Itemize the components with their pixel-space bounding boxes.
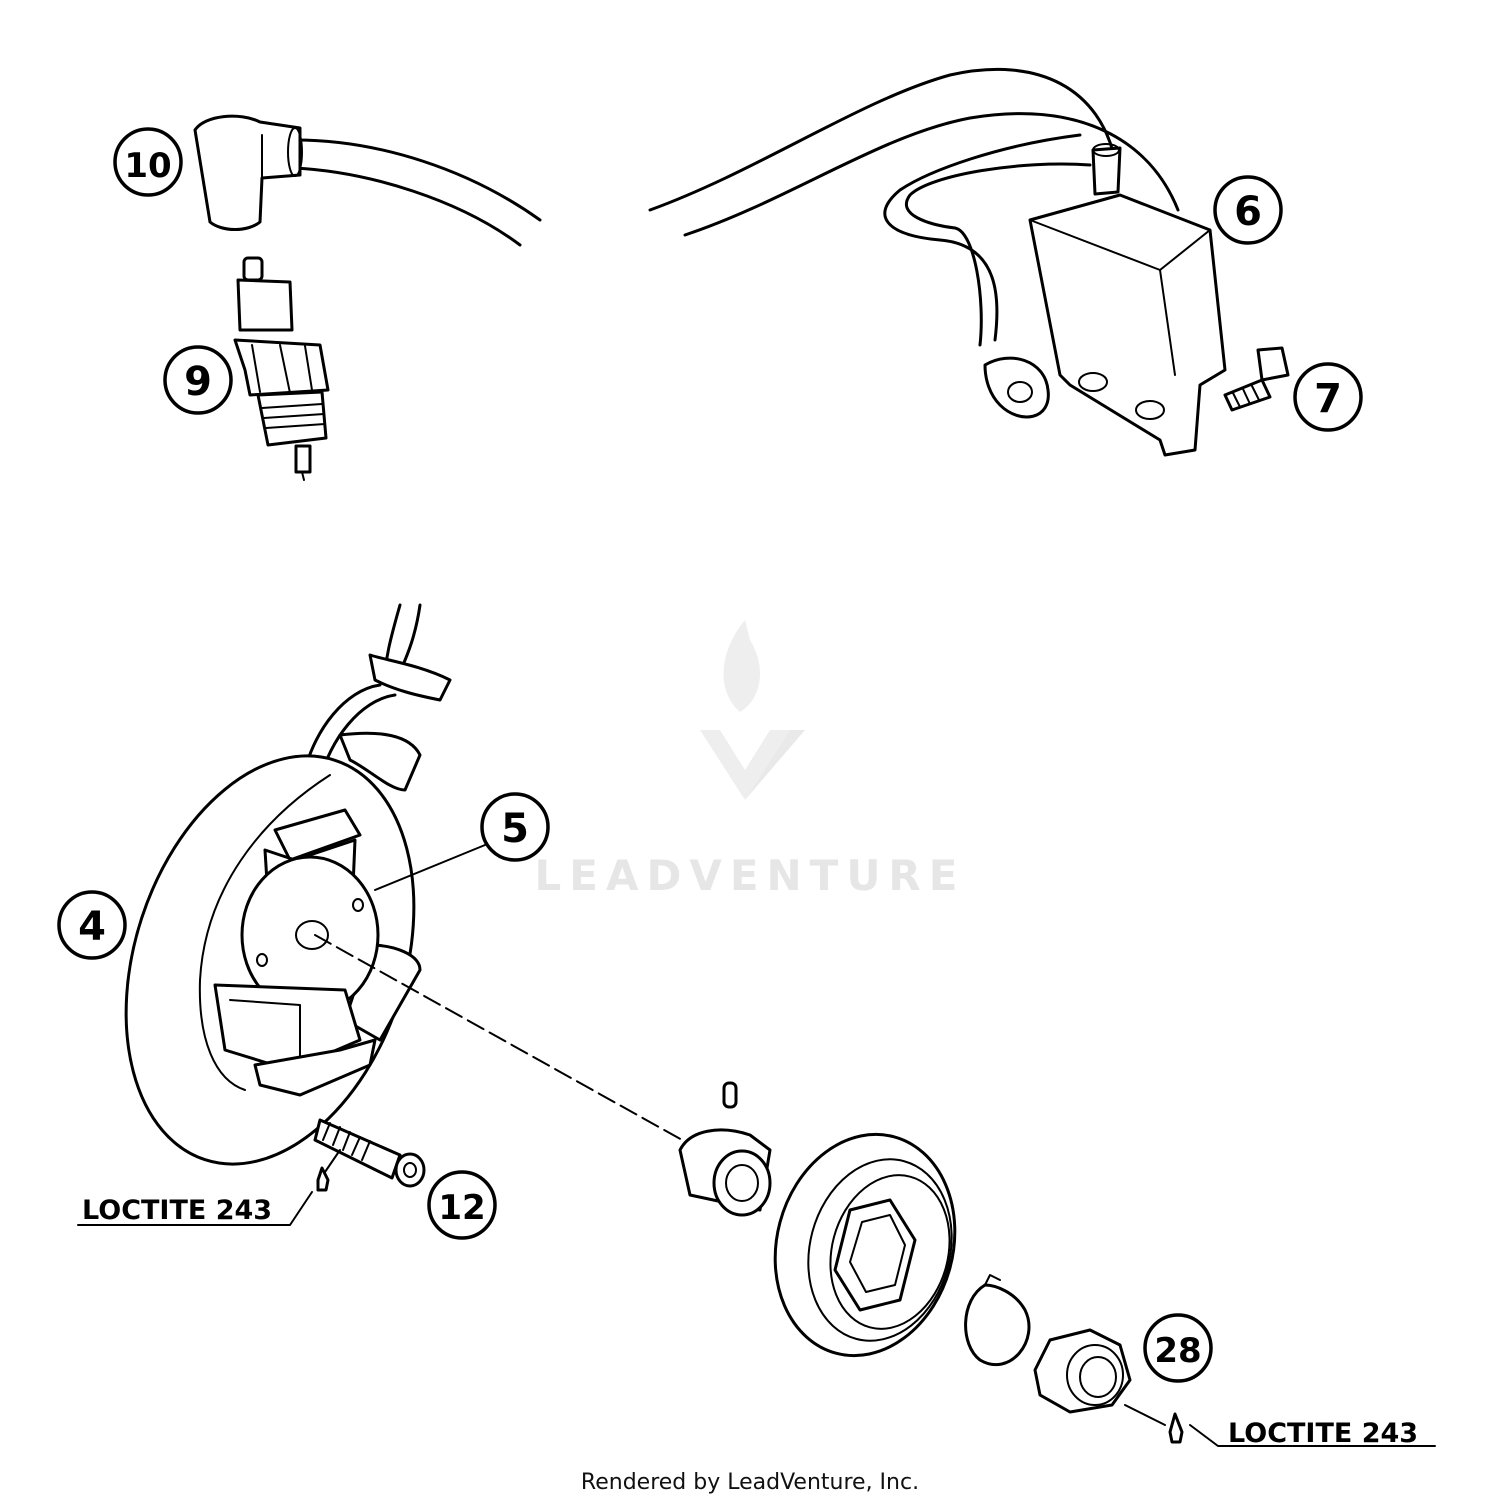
- callout-28-label: 28: [1154, 1331, 1201, 1371]
- callout-7: 7: [1293, 362, 1363, 432]
- callout-6: 6: [1213, 175, 1283, 245]
- spark-plug: [233, 256, 330, 481]
- callout-12-label: 12: [438, 1188, 485, 1228]
- circlip: [964, 1274, 1031, 1367]
- rotor-nut: [1033, 1328, 1436, 1447]
- coil-bolt: [1223, 346, 1290, 412]
- callout-12: 12: [427, 1170, 497, 1240]
- callout-9: 9: [163, 345, 233, 415]
- stator-screw: [77, 1118, 426, 1226]
- pulley-rotor: [773, 1132, 957, 1358]
- callout-9-label: 9: [184, 359, 212, 405]
- callout-10: 10: [113, 127, 183, 197]
- footer-credit: Rendered by LeadVenture, Inc.: [580, 1470, 920, 1495]
- loctite-note-nut: LOCTITE 243: [1228, 1418, 1418, 1449]
- callout-28: 28: [1143, 1313, 1213, 1383]
- spark-plug-cap: [193, 114, 542, 247]
- loctite-note-screw: LOCTITE 243: [82, 1195, 272, 1226]
- callout-6-label: 6: [1234, 189, 1262, 235]
- watermark: LEADVENTURE: [535, 620, 966, 900]
- hub-sleeve: [678, 1081, 772, 1217]
- watermark-text: LEADVENTURE: [535, 851, 966, 900]
- ignition-coil: [648, 67, 1227, 457]
- callout-5: 5: [480, 792, 550, 862]
- callout-4: 4: [57, 890, 127, 960]
- callout-4-label: 4: [78, 904, 106, 950]
- callout-7-label: 7: [1314, 376, 1342, 422]
- callout-10-label: 10: [124, 146, 171, 186]
- callout-5-label: 5: [501, 806, 529, 852]
- stator-assembly: [124, 603, 452, 1166]
